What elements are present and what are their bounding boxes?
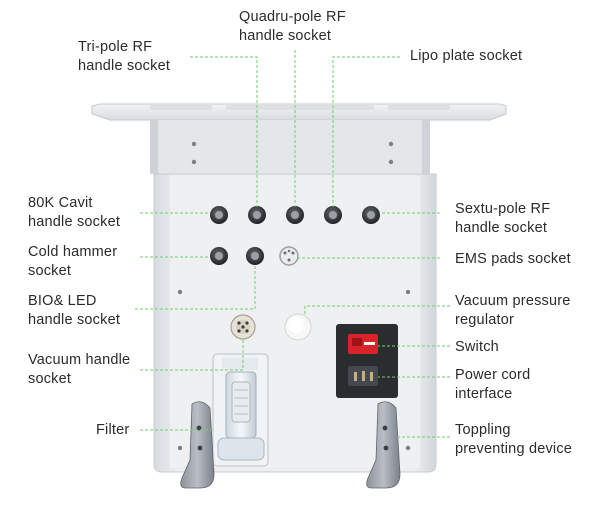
label-line: socket: [28, 263, 72, 279]
label-vacuum-regulator: Vacuum pressure regulator: [455, 292, 571, 330]
socket-sextu-pole-rf: [362, 206, 380, 224]
label-line: handle socket: [78, 58, 171, 74]
label-lipo-plate: Lipo plate socket: [410, 47, 522, 66]
top-tray: [91, 103, 507, 121]
toppling-foot-left: [180, 401, 215, 489]
leader-bio-led: [135, 265, 256, 310]
device-upper-body: [150, 120, 430, 174]
label-line: Sextu-pole RF: [455, 201, 551, 217]
label-toppling-device: Toppling preventing device: [455, 421, 572, 459]
label-line: Vacuum handle: [28, 352, 131, 368]
leader-tri-pole-rf: [190, 56, 258, 207]
label-line: Quadru-pole RF: [239, 9, 346, 25]
label-sextu-pole-rf: Sextu-pole RF handle socket: [455, 200, 550, 238]
label-line: handle socket: [28, 312, 121, 328]
label-line: Tri-pole RF: [78, 39, 153, 55]
label-line: 80K Cavit: [28, 195, 93, 211]
label-bio-led: BIO& LED handle socket: [28, 292, 120, 330]
socket-cold-hammer: [210, 247, 228, 265]
socket-ems-pads: [279, 246, 299, 266]
label-switch: Switch: [455, 338, 499, 357]
label-power-cord: Power cord interface: [455, 366, 530, 404]
label-line: handle socket: [239, 28, 332, 44]
label-ems-pads: EMS pads socket: [455, 250, 571, 269]
toppling-foot-right: [366, 401, 401, 489]
leader-vacuum-regulator: [304, 305, 450, 314]
label-80k-cavit: 80K Cavit handle socket: [28, 194, 120, 232]
leader-lipo-plate: [332, 56, 400, 207]
label-line: preventing device: [455, 441, 573, 457]
filter-canister: [212, 353, 269, 467]
label-line: Lipo plate socket: [410, 48, 523, 64]
label-line: handle socket: [455, 220, 548, 236]
vacuum-pressure-regulator-knob: [284, 313, 312, 341]
label-vacuum-handle: Vacuum handle socket: [28, 351, 130, 389]
label-line: socket: [28, 371, 72, 387]
label-line: Toppling: [455, 422, 511, 438]
label-line: EMS pads socket: [455, 251, 571, 267]
socket-lipo-plate: [324, 206, 342, 224]
label-line: regulator: [455, 312, 515, 328]
label-line: Vacuum pressure: [455, 293, 571, 309]
label-line: handle socket: [28, 214, 121, 230]
label-line: Switch: [455, 339, 499, 355]
label-line: Power cord: [455, 367, 531, 383]
label-line: Cold hammer: [28, 244, 118, 260]
label-filter: Filter: [96, 421, 129, 440]
label-cold-hammer: Cold hammer socket: [28, 243, 117, 281]
power-module: [336, 324, 398, 398]
socket-tri-pole-rf: [248, 206, 266, 224]
socket-quadru-pole-rf: [286, 206, 304, 224]
label-line: BIO& LED: [28, 293, 97, 309]
socket-80k-cavit: [210, 206, 228, 224]
leader-lines: [135, 50, 450, 438]
label-tri-pole-rf: Tri-pole RF handle socket: [78, 38, 170, 76]
socket-vacuum-handle: [230, 314, 256, 340]
socket-bio-led: [246, 247, 264, 265]
label-quadru-pole-rf: Quadru-pole RF handle socket: [239, 8, 346, 46]
label-line: interface: [455, 386, 513, 402]
label-line: Filter: [96, 422, 130, 438]
leader-vacuum-handle: [140, 339, 244, 371]
